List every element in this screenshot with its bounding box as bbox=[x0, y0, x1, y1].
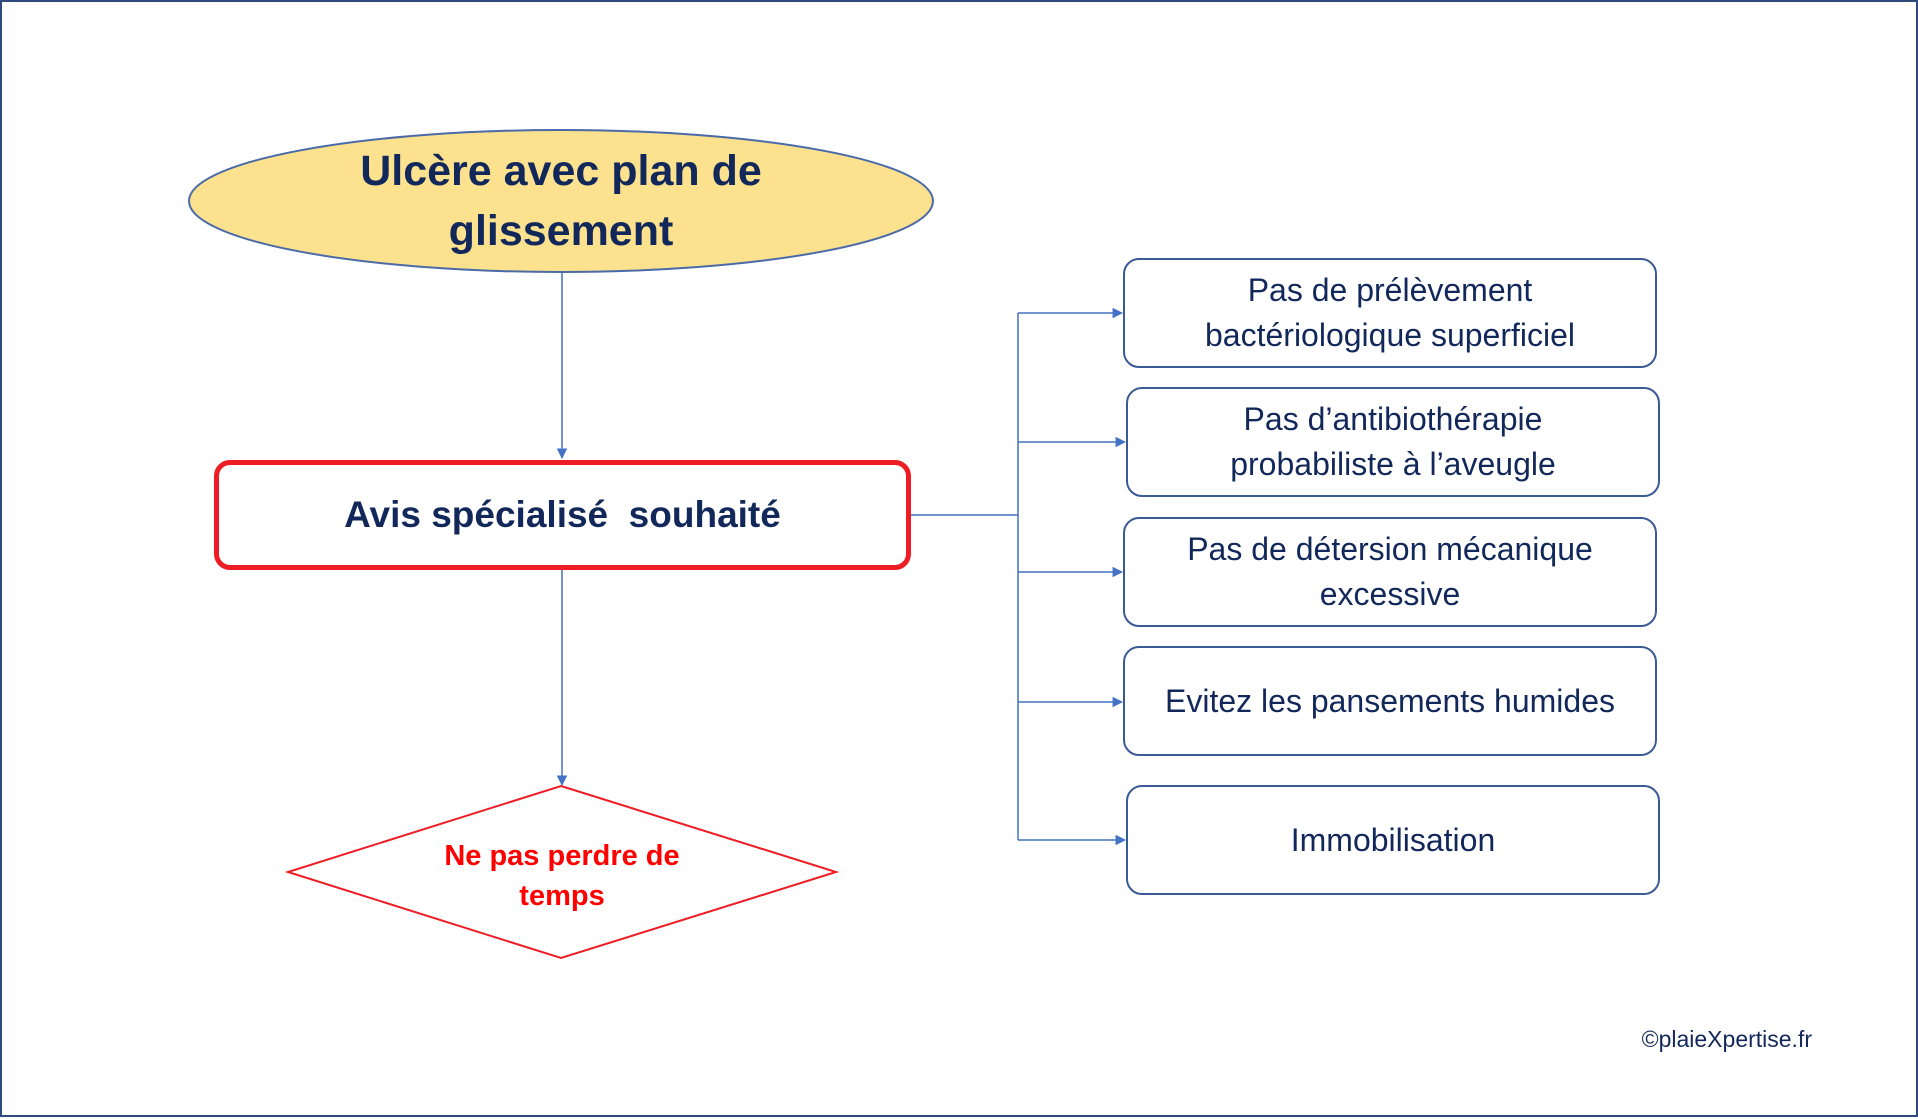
recommendation-1-line-2: bactériologique superficiel bbox=[1205, 317, 1575, 353]
recommendation-box-4: Evitez les pansements humides bbox=[1123, 646, 1657, 756]
recommendation-3-line-1: Pas de détersion mécanique bbox=[1187, 531, 1593, 567]
decision-box: Avis spécialisé souhaité bbox=[214, 460, 911, 570]
start-node: Ulcère avec plan de glissement bbox=[188, 129, 934, 273]
recommendation-box-2: Pas d’antibiothérapie probabiliste à l’a… bbox=[1126, 387, 1660, 497]
start-node-line-2: glissement bbox=[448, 207, 674, 255]
warning-diamond bbox=[284, 784, 840, 960]
recommendation-2-line-1: Pas d’antibiothérapie bbox=[1243, 401, 1543, 437]
decision-box-label: Avis spécialisé souhaité bbox=[344, 494, 781, 535]
start-node-line-1: Ulcère avec plan de bbox=[360, 147, 762, 195]
recommendation-3-line-2: excessive bbox=[1319, 576, 1461, 612]
recommendation-1-line-1: Pas de prélèvement bbox=[1247, 272, 1533, 308]
warning-diamond-line-2: temps bbox=[519, 880, 605, 912]
recommendation-box-3: Pas de détersion mécanique excessive bbox=[1123, 517, 1657, 627]
copyright-notice: ©plaieXpertise.fr bbox=[1641, 1026, 1812, 1052]
warning-diamond-line-1: Ne pas perdre de bbox=[444, 840, 680, 872]
warning-diamond-text: Ne pas perdre de temps bbox=[402, 828, 722, 924]
recommendation-4-label: Evitez les pansements humides bbox=[1165, 682, 1615, 719]
recommendation-5-label: Immobilisation bbox=[1290, 821, 1496, 858]
start-ellipse bbox=[188, 129, 934, 273]
recommendation-2-line-2: probabiliste à l’aveugle bbox=[1230, 446, 1556, 482]
recommendation-box-5: Immobilisation bbox=[1126, 785, 1660, 895]
recommendation-box-1: Pas de prélèvement bactériologique super… bbox=[1123, 258, 1657, 368]
